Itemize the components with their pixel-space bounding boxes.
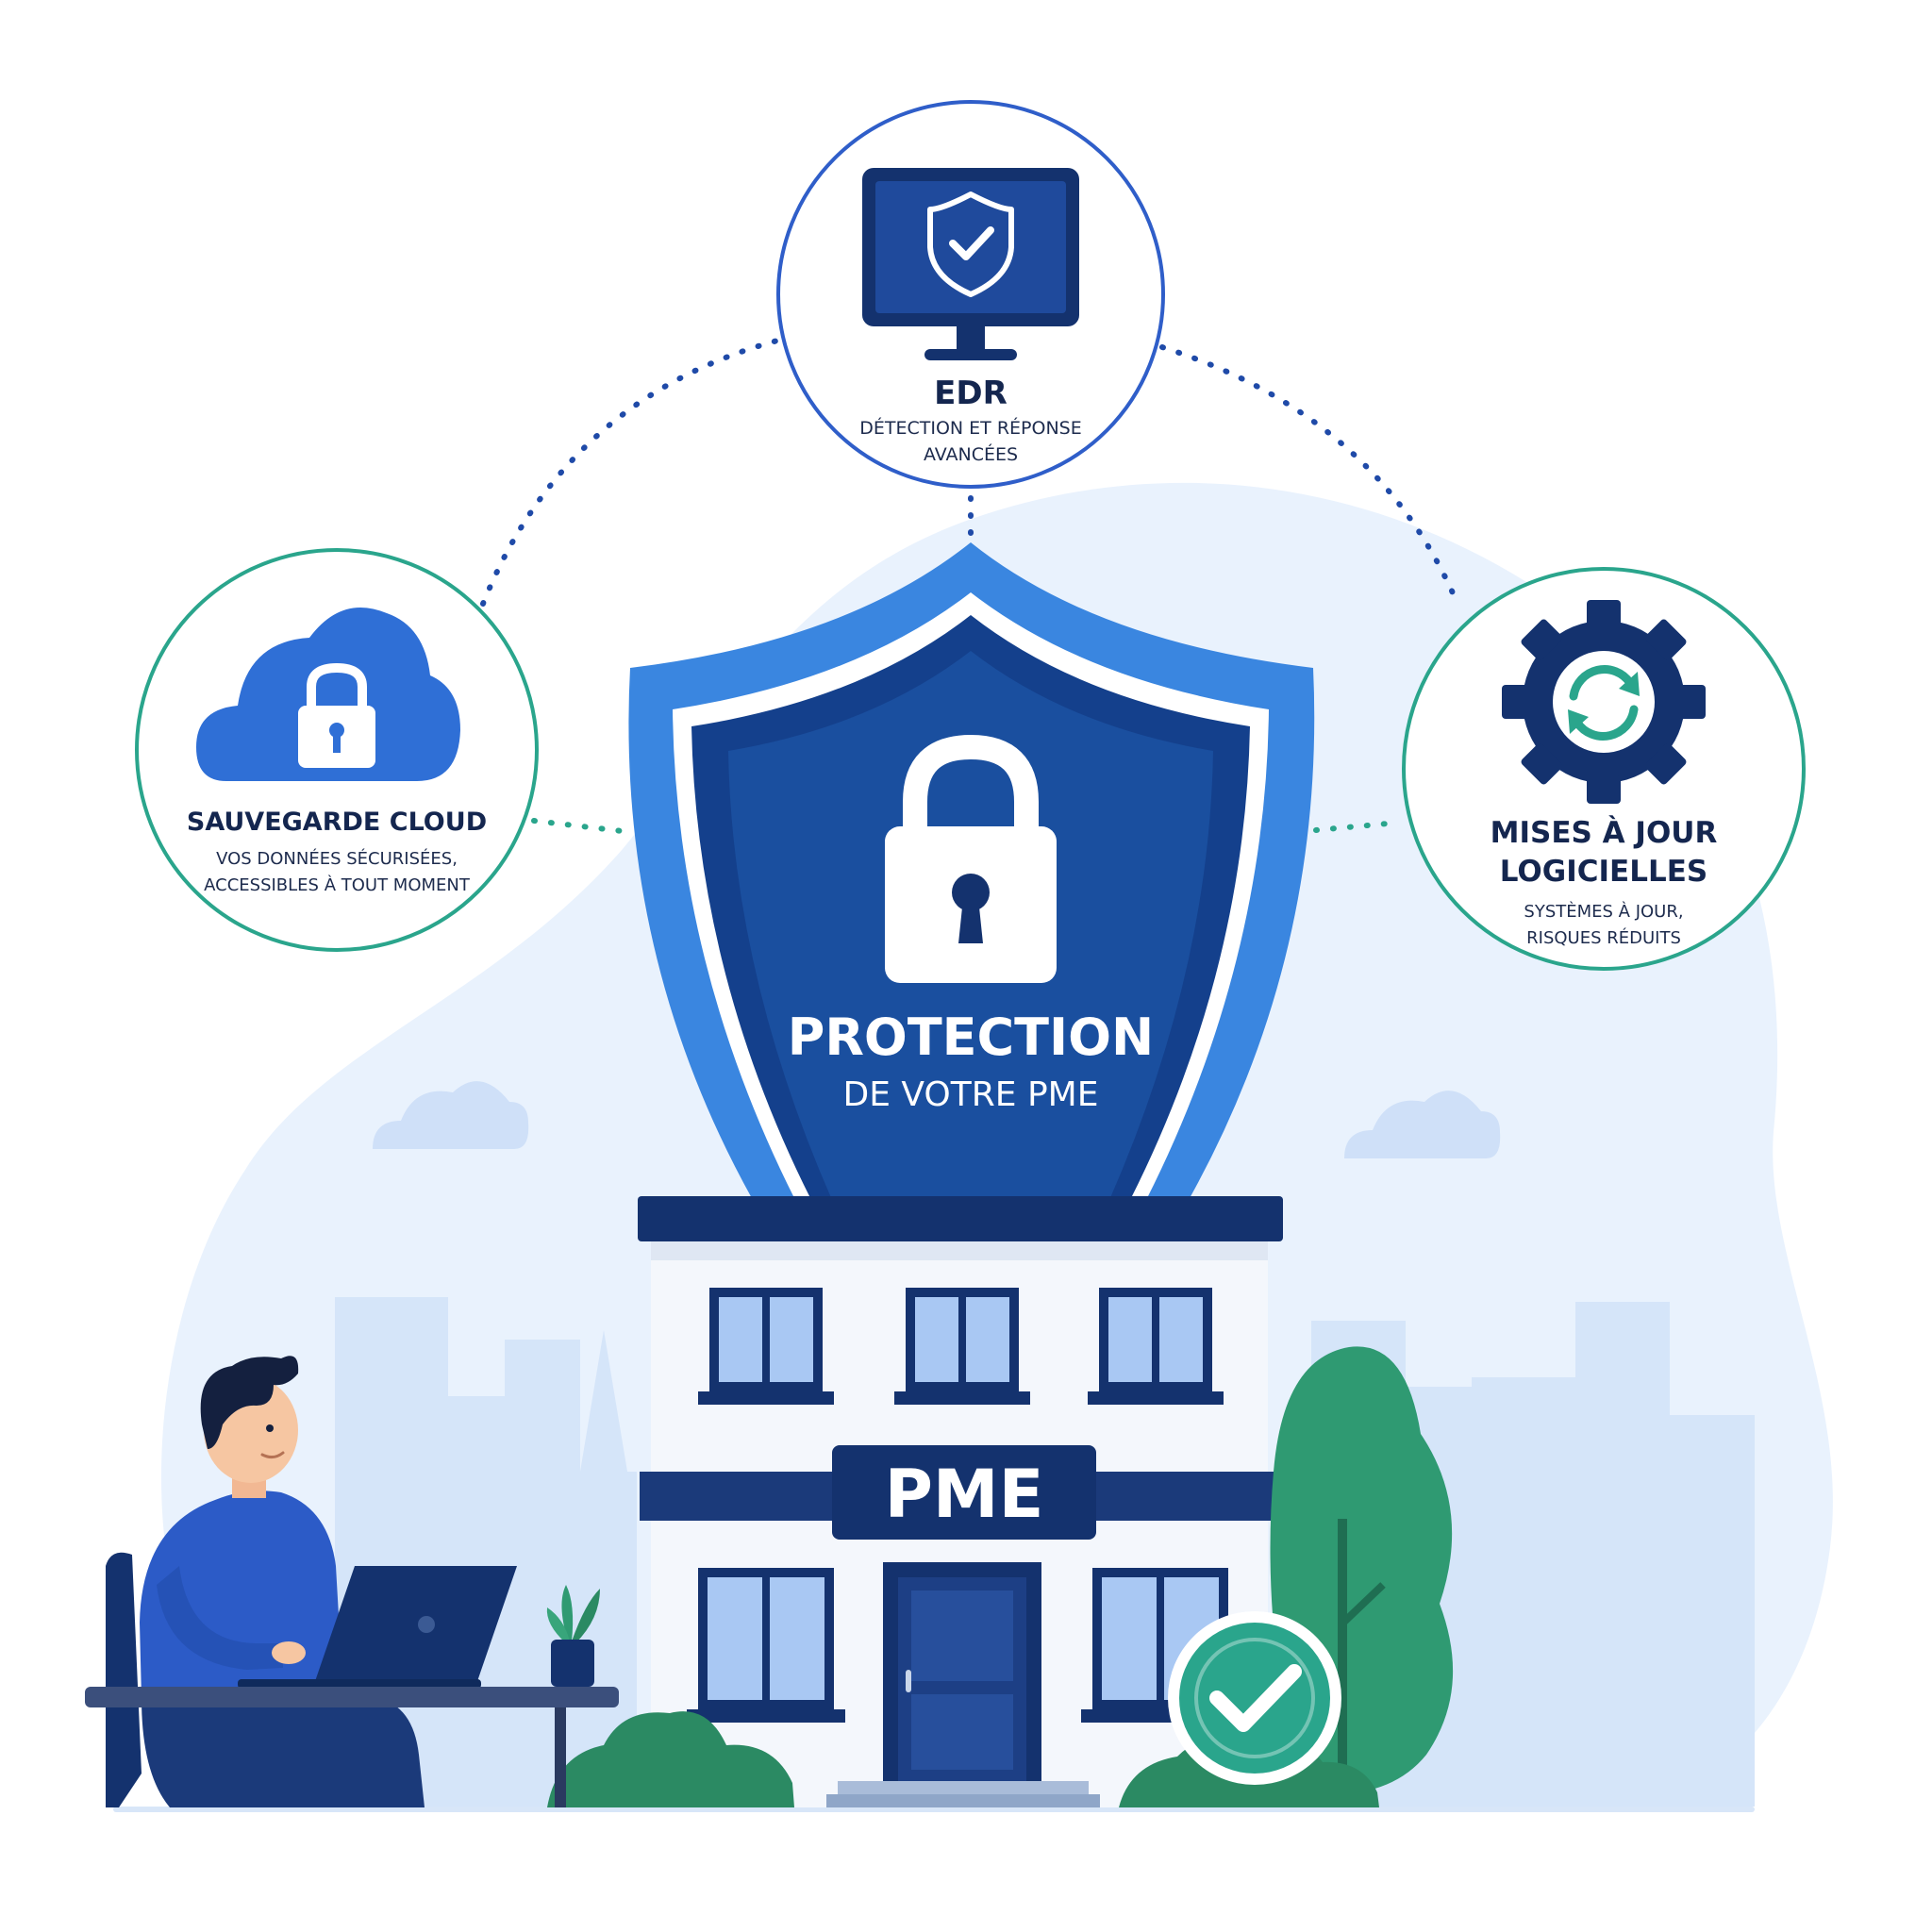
connector-updates-shield	[1313, 820, 1401, 833]
cloud-subtitle-line1: VOS DONNÉES SÉCURISÉES,	[216, 848, 458, 869]
connector-cloud-shield	[531, 818, 633, 835]
cloud-title: SAUVEGARDE CLOUD	[187, 808, 487, 837]
desk-leg	[555, 1707, 566, 1807]
person-at-desk	[85, 1356, 619, 1807]
padlock-icon	[885, 734, 1057, 983]
gear-refresh-icon	[1502, 600, 1706, 804]
sign-board	[832, 1445, 1096, 1540]
building-sign: PME	[885, 1456, 1044, 1533]
updates-title-line1: MISES À JOUR	[1491, 816, 1718, 850]
upper-windows	[698, 1288, 1224, 1405]
laptop	[238, 1566, 517, 1689]
edr-title: EDR	[934, 375, 1008, 412]
small-cloud-right	[1344, 1091, 1501, 1158]
small-cloud-left	[373, 1081, 529, 1149]
check-circle-icon	[1168, 1611, 1341, 1785]
window	[1088, 1288, 1224, 1405]
chair	[106, 1552, 142, 1807]
window	[687, 1568, 845, 1723]
cloud-lock-icon	[196, 607, 460, 781]
desk-top	[85, 1687, 619, 1707]
potted-plant	[546, 1585, 600, 1687]
ground-line	[113, 1807, 1755, 1812]
shield-title: PROTECTION	[788, 1008, 1154, 1067]
building-door	[883, 1562, 1041, 1781]
central-shield: PROTECTION DE VOTRE PME	[628, 542, 1315, 1200]
feature-software-updates: MISES À JOUR LOGICIELLES SYSTÈMES À JOUR…	[1402, 567, 1806, 971]
feature-edr: EDR DÉTECTION ET RÉPONSE AVANCÉES	[776, 100, 1165, 489]
updates-subtitle-line2: RISQUES RÉDUITS	[1526, 927, 1681, 948]
door-step	[838, 1781, 1089, 1794]
shield-subtitle: DE VOTRE PME	[843, 1075, 1099, 1114]
edr-subtitle-line2: AVANCÉES	[924, 443, 1018, 465]
person-hair	[200, 1356, 299, 1449]
door-step	[826, 1794, 1100, 1807]
building-roof	[638, 1196, 1283, 1241]
updates-title-line2: LOGICIELLES	[1500, 855, 1707, 889]
person-legs	[142, 1698, 425, 1807]
window	[894, 1288, 1030, 1405]
edr-subtitle-line1: DÉTECTION ET RÉPONSE	[859, 417, 1081, 439]
monitor-shield-icon	[862, 168, 1079, 360]
window	[698, 1288, 834, 1405]
feature-cloud-backup: SAUVEGARDE CLOUD VOS DONNÉES SÉCURISÉES,…	[135, 548, 539, 952]
bush-left	[547, 1711, 794, 1807]
cloud-subtitle-line2: ACCESSIBLES À TOUT MOMENT	[204, 874, 471, 895]
connectors	[480, 337, 1460, 835]
updates-subtitle-line1: SYSTÈMES À JOUR,	[1524, 901, 1683, 922]
connector-cloud-edr	[480, 337, 784, 607]
